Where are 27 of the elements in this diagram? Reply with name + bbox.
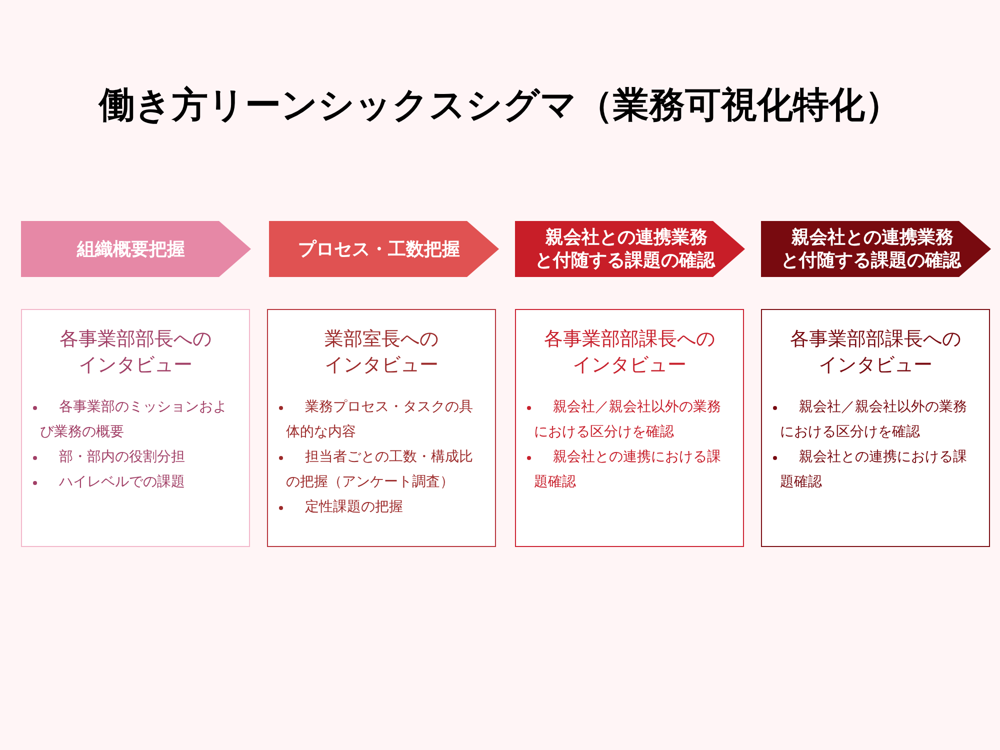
card-heading: 各事業部部課長へのインタビュー [789,328,962,378]
bullet-text: 親会社との連携における課題確認 [780,448,968,492]
bullet-text: 部・部内の役割分担 [58,448,186,467]
interview-card [21,309,250,547]
chevron-step [515,221,745,277]
chevron-step [269,221,499,277]
bullet-text: 業務プロセス・タスクの具体的な内容 [286,398,474,442]
bullet-text: 定性課題の把握 [304,498,404,517]
bullet-text: 親会社／親会社以外の業務における区分けを確認 [534,398,722,442]
interview-card [515,309,744,547]
bullet-text: 親会社／親会社以外の業務における区分けを確認 [780,398,968,442]
step-label: 親会社との連携業務と付随する課題の確認 [780,226,962,272]
chevron-step [761,221,991,277]
card-heading: 各事業部部課長へのインタビュー [543,328,716,378]
interview-card [267,309,496,547]
step-label: 親会社との連携業務と付随する課題の確認 [534,226,716,272]
bullet-text: ハイレベルでの課題 [58,474,186,492]
bullet-text: 担当者ごとの工数・構成比の把握（アンケート調査） [286,448,474,492]
diagram-title: 働き方リーンシックスシグマ（業務可視化特化） [97,84,902,127]
step-label: プロセス・工数把握 [298,238,460,260]
step-label: 組織概要把握 [77,238,185,260]
card-heading: 各事業部部長へのインタビュー [58,328,212,378]
card-heading: 業部室長へのインタビュー [324,328,440,378]
chevron-step [21,221,251,277]
bullet-text: 親会社との連携における課題確認 [534,448,722,492]
bullet-text: 各事業部のミッションおよび業務の概要 [40,398,228,442]
interview-card [761,309,990,547]
